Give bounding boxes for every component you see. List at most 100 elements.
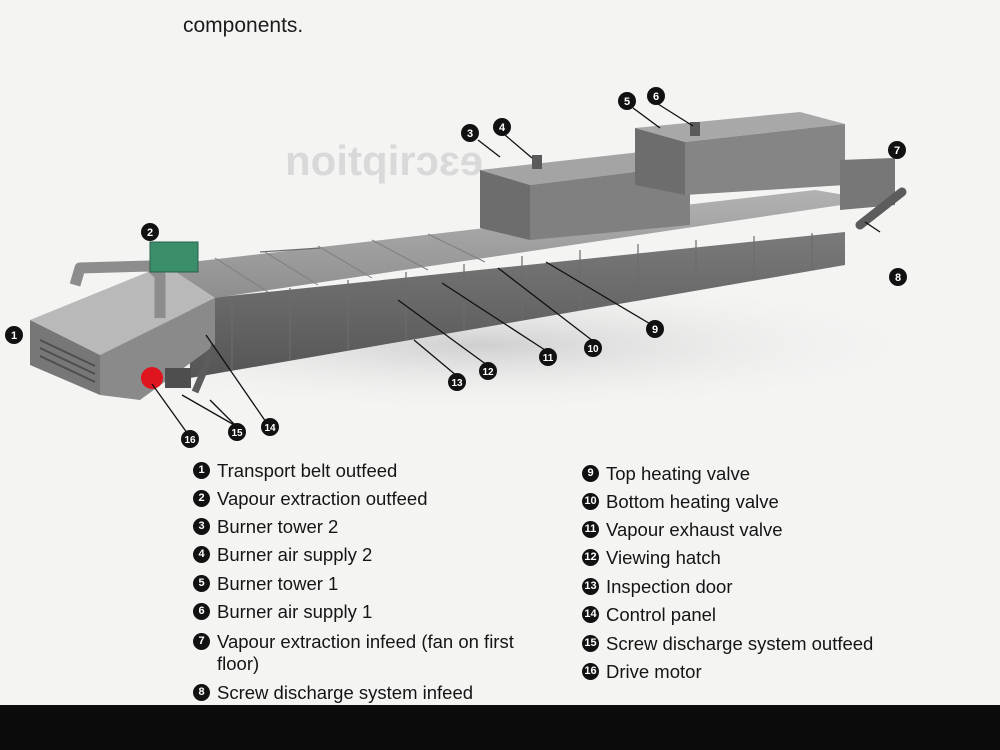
- burner-tower-1-top: [635, 112, 845, 142]
- callout-1: 1: [5, 326, 23, 344]
- legend-badge: 10: [582, 493, 599, 510]
- callout-number: 12: [482, 367, 494, 378]
- callout-number: 1: [11, 330, 17, 342]
- callout-6: 6: [647, 87, 665, 105]
- legend-badge: 14: [582, 606, 599, 623]
- air-supply-2-stub: [532, 155, 542, 169]
- legend-label: Screw discharge system outfeed: [606, 633, 874, 654]
- machine-top-deck: [165, 190, 875, 298]
- vapour-extraction-fan: [149, 241, 199, 273]
- legend-badge: 8: [193, 684, 210, 701]
- legend-item-16: 16 Drive motor: [582, 661, 702, 683]
- legend-item-13: 13 Inspection door: [582, 576, 733, 598]
- bleed-through-text: noitqirɔɛɘ: [285, 137, 483, 184]
- callout-11: 11: [539, 348, 557, 366]
- legend-item-3: 3 Burner tower 2: [193, 516, 338, 538]
- legend-item-10: 10 Bottom heating valve: [582, 491, 779, 513]
- legend-label: Inspection door: [606, 576, 733, 597]
- legend-label: Bottom heating valve: [606, 491, 779, 512]
- burner-tower-2-front: [480, 170, 530, 240]
- callout-number: 6: [653, 91, 659, 103]
- callout-2: 2: [141, 223, 159, 241]
- legend-label: Burner tower 2: [217, 516, 339, 537]
- legend-item-4: 4 Burner air supply 2: [193, 544, 372, 566]
- callout-12: 12: [479, 362, 497, 380]
- callout-number: 10: [587, 344, 599, 355]
- callout-9: 9: [646, 320, 664, 338]
- legend-label: Burner tower 1: [217, 573, 339, 594]
- legend-item-8: 8 Screw discharge system infeed: [193, 682, 473, 704]
- callout-number: 11: [543, 353, 554, 364]
- callout-7: 7: [888, 141, 906, 159]
- legend-badge: 5: [193, 575, 210, 592]
- legend-badge: 12: [582, 549, 599, 566]
- callout-3: 3: [461, 124, 479, 142]
- legend-item-14: 14 Control panel: [582, 604, 716, 626]
- machine-diagram: noitqirɔɛɘ: [5, 87, 950, 448]
- callout-4: 4: [493, 118, 511, 136]
- legend-label: Vapour extraction infeed (fan on first: [217, 631, 514, 652]
- drive-motor-icon: [141, 367, 163, 389]
- outfeed-slots: [39, 339, 96, 383]
- bottom-black-band: [0, 705, 1000, 750]
- legend-badge: 3: [193, 518, 210, 535]
- callout-14: 14: [261, 418, 279, 436]
- legend-label: Viewing hatch: [606, 547, 721, 568]
- callout-number: 16: [184, 435, 196, 446]
- air-supply-1-stub: [690, 122, 700, 136]
- callout-number: 7: [894, 145, 900, 157]
- legend-badge: 4: [193, 546, 210, 563]
- legend-item-7-continued: floor): [217, 653, 259, 675]
- legend-item-7: 7 Vapour extraction infeed (fan on first: [193, 631, 514, 653]
- legend-label: Burner air supply 1: [217, 601, 373, 622]
- callout-number: 13: [451, 378, 463, 389]
- legend-label: Screw discharge system infeed: [217, 682, 474, 703]
- outfeed-top: [30, 265, 215, 355]
- screw-discharge-outfeed: [165, 368, 191, 388]
- deck-segment-lines: [214, 233, 486, 293]
- callout-15: 15: [228, 423, 246, 441]
- callout-number: 8: [895, 272, 901, 284]
- legend-badge: 16: [582, 663, 599, 680]
- legend-label: Burner air supply 2: [217, 544, 373, 565]
- callout-number: 14: [264, 423, 276, 434]
- legend-label: Top heating valve: [606, 463, 750, 484]
- legend-label: Vapour exhaust valve: [606, 519, 783, 540]
- callout-number: 4: [499, 122, 506, 134]
- legend-label: Transport belt outfeed: [217, 460, 398, 481]
- legend-label: Drive motor: [606, 661, 702, 682]
- legend-item-11: 11 Vapour exhaust valve: [582, 519, 783, 541]
- callout-5: 5: [618, 92, 636, 110]
- callout-number: 3: [467, 128, 473, 140]
- legend-badge: 1: [193, 462, 210, 479]
- legend-item-15: 15 Screw discharge system outfeed: [582, 633, 873, 655]
- infeed-end-block: [840, 158, 895, 210]
- callout-16: 16: [181, 430, 199, 448]
- legend-item-1: 1 Transport belt outfeed: [193, 460, 397, 482]
- callout-8: 8: [889, 268, 907, 286]
- heading-fragment: components.: [183, 14, 304, 37]
- legend-item-6: 6 Burner air supply 1: [193, 601, 372, 623]
- burner-tower-1-side: [685, 124, 845, 195]
- legend-badge: 13: [582, 578, 599, 595]
- legend-badge: 7: [193, 633, 210, 650]
- legend-badge: 9: [582, 465, 599, 482]
- callout-number: 15: [231, 428, 243, 439]
- legend-label: Control panel: [606, 604, 717, 625]
- legend-label: floor): [217, 653, 260, 674]
- legend-badge: 6: [193, 603, 210, 620]
- callout-13: 13: [448, 373, 466, 391]
- legend-item-5: 5 Burner tower 1: [193, 573, 338, 595]
- callout-number: 2: [147, 227, 153, 239]
- control-panel-arm: [191, 343, 219, 394]
- legend-badge: 11: [582, 521, 599, 538]
- callout-10: 10: [584, 339, 602, 357]
- burner-tower-1-front: [635, 128, 685, 195]
- legend-badge: 2: [193, 490, 210, 507]
- legend-badge: 15: [582, 635, 599, 652]
- callout-number: 5: [624, 96, 630, 108]
- screw-infeed-pipe: [855, 187, 907, 230]
- outfeed-side: [100, 298, 215, 400]
- machine-side-wall: [190, 232, 845, 378]
